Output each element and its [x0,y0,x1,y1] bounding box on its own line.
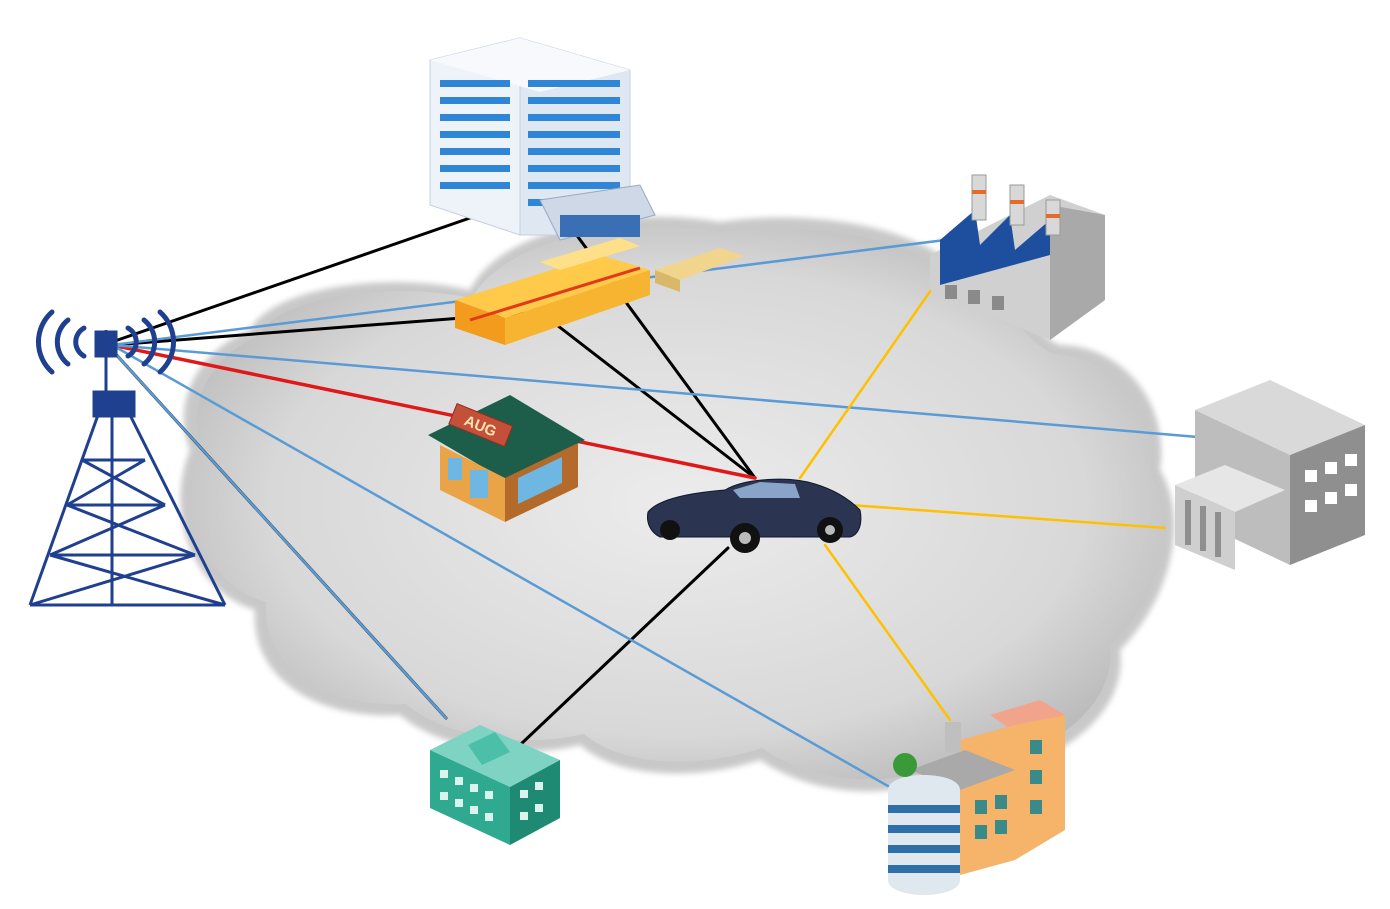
warehouse-icon [455,238,745,345]
link-car-to-factory [798,268,947,480]
green-building-icon [430,725,560,845]
link-tower-to-office-building [110,343,1200,439]
cell-tower-icon [28,309,227,607]
office-tower-icon [429,37,656,241]
link-office-tower-to-car [543,190,757,480]
link-car-to-office-building [848,503,1167,530]
factory-icon [930,174,1105,340]
link-car-to-apartment [823,543,952,722]
apartment-building-icon [888,700,1065,895]
car-icon [647,478,862,553]
link-warehouse-to-car [538,310,757,480]
link-tower-to-green-building [110,348,448,720]
link-green-building-to-car [518,546,730,747]
office-building-icon [1175,380,1365,570]
link-tower-to-car [110,343,757,480]
link-tower-to-apartment [110,343,897,792]
shop-icon: AUG [428,395,585,522]
